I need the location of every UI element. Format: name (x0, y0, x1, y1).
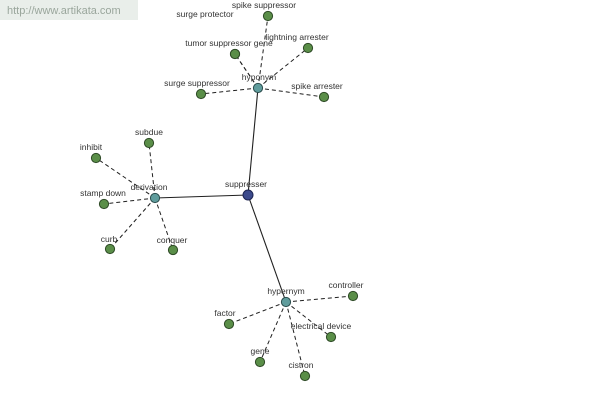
hub-node-derivation[interactable] (149, 192, 161, 204)
node-tumor-suppressor-gene[interactable] (229, 48, 241, 60)
edge-hypernym-electrical-device (285, 301, 332, 338)
hub-node-hypernym[interactable] (280, 296, 292, 308)
label-conquer: conquer (157, 235, 188, 245)
edge-derivation-curb (109, 197, 156, 250)
node-cistron[interactable] (299, 370, 311, 382)
watermark-url[interactable]: http://www.artikata.com (0, 0, 138, 20)
edge-hyponym-spike-suppressor (257, 15, 269, 89)
hub-label-derivation: derivation (131, 182, 168, 192)
hub-node-hyponym[interactable] (252, 82, 264, 94)
node-stamp-down[interactable] (98, 198, 110, 210)
edge-hyponym-tumor-suppressor-gene (234, 53, 259, 89)
label-spike-suppressor: spike suppressor (232, 0, 296, 10)
label-curb: curb (101, 234, 118, 244)
node-electrical-device[interactable] (325, 331, 337, 343)
edge-derivation-stamp-down (103, 197, 156, 205)
label-tumor-suppressor-gene: tumor suppressor gene (185, 38, 273, 48)
label-subdue: subdue (135, 127, 163, 137)
hub-label-hypernym: hypernym (267, 286, 304, 296)
edge-layer (95, 15, 354, 377)
node-conquer[interactable] (167, 244, 179, 256)
node-lightning-arrester[interactable] (302, 42, 314, 54)
edge-root-derivation (154, 194, 249, 199)
label-factor: factor (214, 308, 235, 318)
node-spike-arrester[interactable] (318, 91, 330, 103)
label-electrical-device: electrical device (291, 321, 352, 331)
root-label: suppresser (225, 179, 267, 189)
root-node[interactable] (242, 189, 254, 201)
label-surge-protector: surge protector (176, 9, 233, 19)
edge-hyponym-surge-suppressor (200, 87, 259, 95)
node-surge-suppressor[interactable] (195, 88, 207, 100)
edge-hypernym-cistron (285, 301, 306, 377)
edge-hypernym-gene (259, 301, 287, 363)
node-gene[interactable] (254, 356, 266, 368)
edge-hypernym-controller (285, 295, 354, 303)
node-subdue[interactable] (143, 137, 155, 149)
label-controller: controller (329, 280, 364, 290)
label-spike-arrester: spike arrester (291, 81, 343, 91)
label-surge-suppressor: surge suppressor (164, 78, 230, 88)
label-lightning-arrester: lightning arrester (265, 32, 328, 42)
edge-root-hyponym (247, 87, 259, 196)
node-layer (90, 10, 359, 382)
label-cistron: cistron (288, 360, 313, 370)
label-inhibit: inhibit (80, 142, 103, 152)
node-controller[interactable] (347, 290, 359, 302)
node-curb[interactable] (104, 243, 116, 255)
edge-derivation-inhibit (95, 157, 156, 199)
label-gene: gene (251, 346, 270, 356)
label-stamp-down: stamp down (80, 188, 126, 198)
edge-hyponym-lightning-arrester (257, 47, 309, 89)
node-spike-suppressor[interactable] (262, 10, 274, 22)
edge-hyponym-surge-protector (234, 53, 259, 89)
edge-hypernym-factor (228, 301, 287, 325)
hub-label-hyponym: hyponym (242, 72, 277, 82)
edge-root-hypernym (247, 194, 287, 303)
node-factor[interactable] (223, 318, 235, 330)
edge-derivation-conquer (154, 197, 174, 251)
edge-derivation-subdue (148, 142, 156, 199)
node-inhibit[interactable] (90, 152, 102, 164)
